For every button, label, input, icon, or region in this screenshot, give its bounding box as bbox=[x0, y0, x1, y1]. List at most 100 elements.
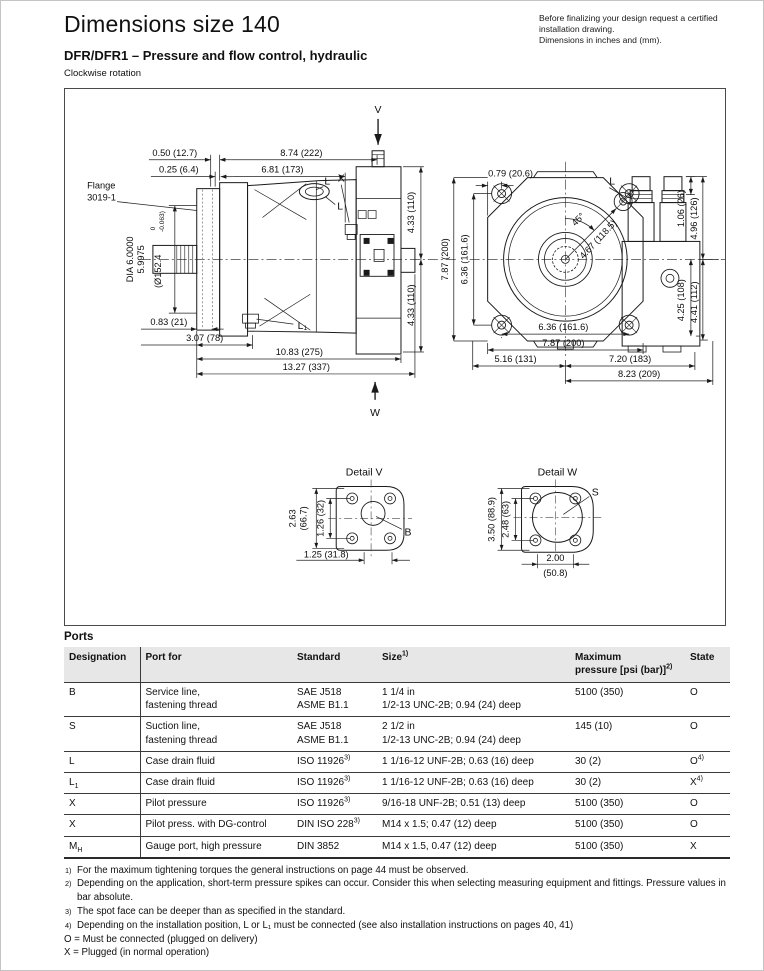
dim-label: 0.79 (20.6) bbox=[488, 169, 533, 179]
dia-tolerance: -0.063) bbox=[159, 211, 166, 232]
detail-v-labels: Detail V 2.63 (66.7) 1.26 (32) 1.25 (31.… bbox=[287, 468, 411, 560]
dim-label: 8.23 (209) bbox=[618, 369, 660, 379]
detail-v-dimensions bbox=[296, 488, 410, 565]
side-view-dimensions bbox=[116, 118, 424, 400]
angle-label: 45° bbox=[570, 211, 587, 228]
dia-tolerance: 0 bbox=[150, 226, 157, 230]
detail-w-title: Detail W bbox=[538, 468, 578, 479]
dim-label: (66.7) bbox=[298, 506, 308, 530]
rear-fitting bbox=[400, 247, 416, 273]
table-row-mh: MH Gauge port, high pressure DIN 3852 M1… bbox=[64, 836, 730, 859]
port-l1-label: L₁ bbox=[298, 321, 308, 332]
port-l1-plug bbox=[242, 313, 259, 324]
note-line-1: Before finalizing your design request a … bbox=[539, 13, 718, 23]
port-w-label: W bbox=[370, 408, 380, 419]
detail-v-title: Detail V bbox=[346, 468, 383, 479]
dim-label: 1.26 (32) bbox=[315, 500, 325, 537]
front-view-dimensions bbox=[451, 176, 719, 385]
port-l-label: L bbox=[609, 177, 615, 188]
dim-label: 4.33 (110) bbox=[406, 284, 416, 325]
port-x-fitting bbox=[344, 224, 358, 235]
technical-drawing-frame: 0.50 (12.7) 8.74 (222) 0.25 (6.4) 6.81 (… bbox=[64, 88, 731, 626]
dia-label: DIA 6.0000 bbox=[125, 236, 135, 282]
dim-label: 4.25 (108) bbox=[676, 279, 686, 321]
port-x-label: X bbox=[338, 174, 345, 185]
ports-title: Ports bbox=[64, 631, 94, 643]
flange-outline bbox=[487, 177, 644, 342]
dim-label: 7.87 (200) bbox=[440, 238, 450, 280]
port-l-boss bbox=[298, 183, 330, 201]
col-designation: Designation bbox=[64, 647, 141, 683]
ports-section: Ports Designation Port for Standard Size… bbox=[64, 631, 730, 960]
side-view-labels: 0.50 (12.7) 8.74 (222) 0.25 (6.4) 6.81 (… bbox=[87, 105, 416, 419]
detail-w bbox=[513, 479, 602, 561]
dim-label: 7.20 (183) bbox=[609, 354, 651, 364]
footnote-2: 2)Depending on the application, short-te… bbox=[65, 878, 726, 904]
front-view-labels: 0.79 (20.6) L 45° 4.67 (118.5) 7.87 (200… bbox=[440, 169, 699, 379]
dim-label: 4.41 (112) bbox=[689, 281, 699, 322]
flange-label-line2: 3019-1 bbox=[87, 193, 116, 203]
dim-label: 0.50 (12.7) bbox=[152, 148, 197, 158]
dim-label: 6.81 (173) bbox=[261, 165, 303, 175]
table-row-x-dg: X Pilot press. with DG-control DIN ISO 2… bbox=[64, 814, 730, 837]
footnote-o: O = Must be connected (plugged on delive… bbox=[64, 933, 258, 945]
detail-w-dimensions bbox=[497, 488, 590, 569]
page-title: Dimensions size 140 bbox=[64, 11, 281, 37]
housing-ribs bbox=[254, 183, 311, 331]
col-standard: Standard bbox=[292, 647, 377, 683]
technical-drawing: 0.50 (12.7) 8.74 (222) 0.25 (6.4) 6.81 (… bbox=[87, 105, 731, 579]
dim-label: 0.83 (21) bbox=[150, 317, 187, 327]
col-port-for: Port for bbox=[140, 647, 292, 683]
port-v-label: V bbox=[375, 105, 382, 116]
dim-label: 10.83 (275) bbox=[276, 347, 323, 357]
table-row-b: B Service line,fastening thread SAE J518… bbox=[64, 682, 730, 718]
rotation-note: Clockwise rotation bbox=[64, 68, 142, 79]
dim-label: (50.8) bbox=[543, 568, 567, 578]
dia-label: (Ø152.4 bbox=[153, 255, 163, 288]
dim-label: 2.00 bbox=[546, 553, 564, 563]
detail-v-bore bbox=[360, 501, 386, 526]
table-row-s: S Suction line,fastening thread SAE J518… bbox=[64, 716, 730, 752]
table-row-x-pilot: X Pilot pressure ISO 119263) 9/16-18 UNF… bbox=[64, 793, 730, 816]
port-l-45 bbox=[613, 192, 633, 211]
port-b-flange bbox=[359, 234, 395, 277]
front-view bbox=[469, 161, 731, 358]
dim-label: 4.96 (126) bbox=[689, 197, 699, 239]
note-line-3: Dimensions in inches and (mm). bbox=[539, 35, 662, 46]
footnote-3: 3)The spot face can be deeper than as sp… bbox=[65, 905, 346, 917]
dim-label: 3.07 (78) bbox=[186, 333, 223, 343]
dim-label: 1.25 (31.8) bbox=[304, 549, 349, 559]
footnotes: 1)For the maximum tightening torques the… bbox=[64, 864, 730, 960]
dim-label: 2.63 bbox=[287, 509, 297, 527]
footnote-4: 4)Depending on the installation position… bbox=[65, 919, 574, 931]
table-row-l1: L1 Case drain fluid ISO 119263) 1 1/16-1… bbox=[64, 772, 730, 795]
dia-label: 5.9975 bbox=[136, 245, 146, 273]
footnote-1: 1)For the maximum tightening torques the… bbox=[65, 864, 469, 876]
installation-note: Before finalizing your design request a … bbox=[539, 13, 753, 47]
dim-label: 1.06 (26) bbox=[676, 190, 686, 227]
col-state: State bbox=[685, 647, 730, 683]
port-s-label: S bbox=[592, 487, 599, 498]
footnote-x: X = Plugged (in normal operation) bbox=[64, 947, 210, 959]
section-subtitle: DFR/DFR1 – Pressure and flow control, hy… bbox=[64, 48, 368, 63]
dim-label: 5.16 (131) bbox=[494, 354, 536, 364]
dim-label: 6.36 (161.6) bbox=[460, 234, 470, 284]
table-row-l: L Case drain fluid ISO 119263) 1 1/16-12… bbox=[64, 751, 730, 773]
dim-label: 6.36 (161.6) bbox=[538, 322, 588, 332]
dim-label: 3.50 (88.9) bbox=[487, 497, 497, 542]
note-line-2: installation drawing. bbox=[539, 24, 615, 35]
ports-table: Designation Port for Standard Size1) Max… bbox=[64, 647, 730, 859]
detail-v bbox=[328, 479, 412, 559]
detail-w-flange bbox=[521, 486, 594, 553]
dim-label: 4.33 (110) bbox=[406, 192, 416, 233]
flange-label-line1: Flange bbox=[87, 181, 115, 191]
detail-w-labels: Detail W 3.50 (88.9) 2.48 (63) 2.00 (50.… bbox=[487, 468, 599, 579]
dim-label: 13.27 (337) bbox=[283, 362, 330, 372]
col-size: Size1) bbox=[377, 647, 570, 683]
ports-header-row: Designation Port for Standard Size1) Max… bbox=[64, 647, 730, 683]
dim-label: 2.48 (63) bbox=[501, 501, 511, 538]
port-l-label: L bbox=[324, 177, 330, 188]
detail-v-flange bbox=[335, 486, 405, 551]
port-b-label: B bbox=[404, 527, 411, 538]
